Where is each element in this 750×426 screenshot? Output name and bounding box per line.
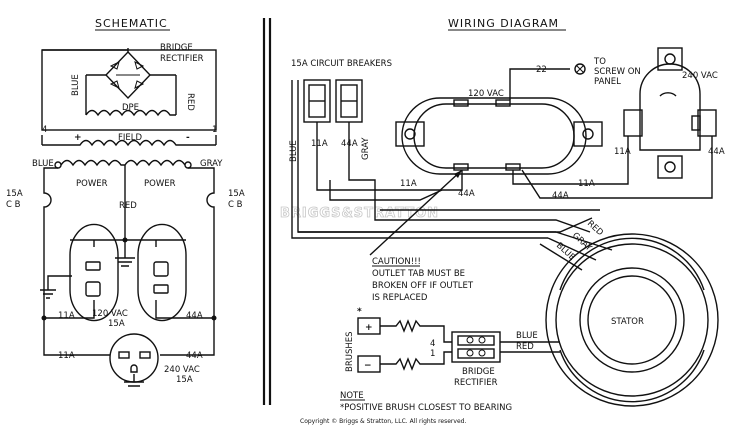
r-44a-label: 44A — [708, 147, 725, 157]
screw-icon — [574, 63, 586, 75]
caution-3: BROKEN OFF IF OUTLET — [372, 281, 474, 291]
schematic-field-label: FIELD — [118, 133, 143, 143]
stator — [545, 233, 719, 407]
cb-11a-label: 11A — [311, 139, 328, 149]
vac-240-label: 240 VAC — [682, 71, 718, 81]
wire-22-label: 22 — [536, 65, 547, 75]
schematic-44a-1: 44A — [186, 311, 203, 321]
h-44a: 44A — [458, 189, 475, 199]
note-head: NOTE — [340, 391, 364, 401]
schematic-120vac-label: 120 VAC — [92, 309, 128, 319]
schematic-cb-right-1: 15A — [228, 189, 245, 199]
brush-negative — [357, 351, 452, 373]
stator-label: STATOR — [611, 317, 644, 327]
brush-wire-1: 1 — [430, 349, 435, 359]
schematic-cb-left-2: C B — [6, 200, 21, 210]
schematic-title: SCHEMATIC — [95, 17, 168, 30]
note-text: *POSITIVE BRUSH CLOSEST TO BEARING — [340, 403, 512, 413]
schematic-red-label: RED — [185, 93, 195, 111]
bridge-rectifier-block — [451, 331, 560, 363]
outlet-240vac — [623, 47, 717, 179]
schematic-blue-label: BLUE — [71, 74, 81, 96]
schematic-gray-lead: GRAY — [200, 159, 223, 169]
schematic-outlet-120vac — [40, 223, 214, 322]
schematic-wire-4: 4 — [42, 125, 47, 135]
caution-4: IS REPLACED — [372, 293, 428, 303]
schematic-11a-2: 11A — [58, 351, 75, 361]
schematic-240vac-amp: 15A — [176, 375, 193, 385]
schematic-240vac-label: 240 VAC — [164, 365, 200, 375]
brushes-label: BRUSHES — [345, 331, 355, 372]
gray-wire-label: GRAY — [361, 137, 371, 160]
screw-note-2: SCREW ON — [594, 67, 641, 77]
schematic-cb-right-2: C B — [228, 200, 243, 210]
schematic-minus: - — [186, 133, 190, 143]
br-label-1: BRIDGE — [462, 367, 495, 377]
circuit-breaker-11a — [303, 79, 331, 123]
red-diag-label: RED — [585, 219, 605, 239]
vac-120-label: 120 VAC — [468, 89, 504, 99]
screw-note-3: PANEL — [594, 77, 621, 87]
brush-minus: − — [364, 361, 372, 371]
schematic-44a-2: 44A — [186, 351, 203, 361]
brush-wire-4: 4 — [430, 339, 435, 349]
schematic-wire-1: 1 — [212, 125, 217, 135]
circuit-breakers-label: 15A CIRCUIT BREAKERS — [291, 59, 392, 69]
wiring-title: WIRING DIAGRAM — [448, 17, 559, 30]
schematic-11a-1: 11A — [58, 311, 75, 321]
schematic-cb-left-1: 15A — [6, 189, 23, 199]
r-11a-label: 11A — [614, 147, 631, 157]
schematic-bridge-label-1: BRIDGE — [160, 43, 193, 53]
schematic-blue-lead: BLUE — [32, 159, 54, 169]
blue-wire-label: BLUE — [289, 140, 299, 162]
brush-star: * — [357, 307, 362, 317]
br-red-label: RED — [516, 342, 534, 352]
br-blue-label: BLUE — [516, 331, 538, 341]
schematic-outlet-240vac — [109, 333, 159, 387]
h-44a-lower: 44A — [552, 191, 569, 201]
wire-harness — [291, 80, 713, 239]
schematic-power-left: POWER — [76, 179, 108, 189]
caution-2: OUTLET TAB MUST BE — [372, 269, 465, 279]
brush-positive — [357, 317, 452, 343]
h-11a-left: 11A — [400, 179, 417, 189]
schematic-dpe-label: DPE — [122, 103, 139, 113]
schematic-power-right: POWER — [144, 179, 176, 189]
copyright-footer: Copyright © Briggs & Stratton, LLC. All … — [300, 418, 466, 425]
caution-1: CAUTION!!! — [372, 257, 421, 267]
br-label-2: RECTIFIER — [454, 378, 498, 388]
screw-note-1: TO — [593, 57, 606, 67]
schematic-plus: + — [74, 133, 82, 143]
schematic-120vac-amp: 15A — [108, 319, 125, 329]
schematic-bridge-label-2: RECTIFIER — [160, 54, 204, 64]
circuit-breaker-44a — [335, 79, 363, 123]
brush-plus: + — [365, 323, 373, 333]
outlet-120vac — [395, 97, 603, 175]
schematic-bridge-rectifier — [41, 48, 217, 131]
schematic-red-center: RED — [119, 201, 137, 211]
h-11a-right: 11A — [578, 179, 595, 189]
